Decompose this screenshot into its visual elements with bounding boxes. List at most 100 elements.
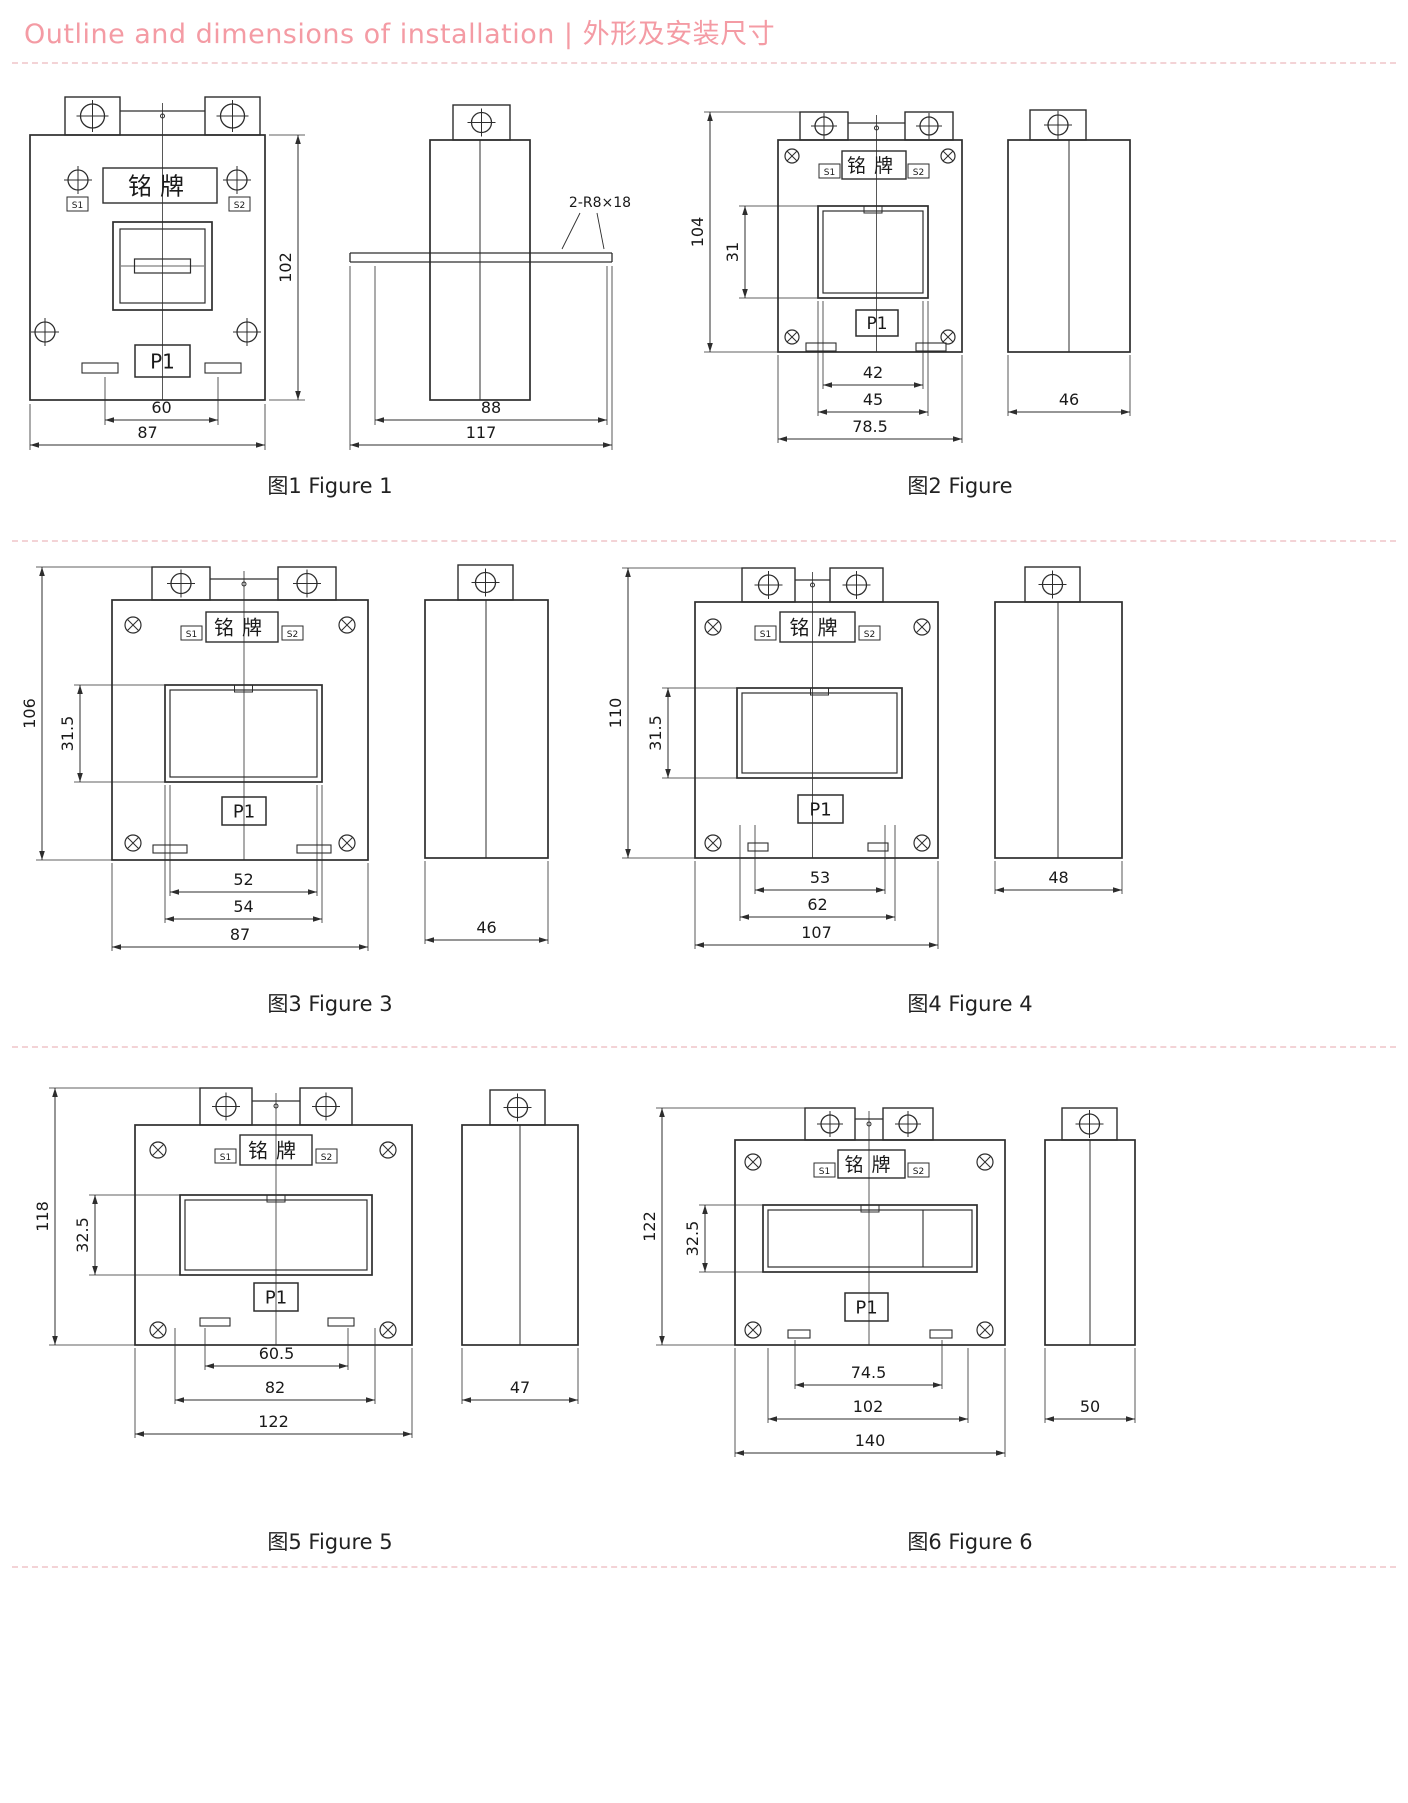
- screw-cross-icon: [744, 1321, 762, 1339]
- drawing-line: [913, 834, 931, 852]
- dim-window-height-label: 31.5: [58, 716, 77, 752]
- drawing-line: [810, 582, 815, 588]
- drawing-line: [596, 212, 605, 250]
- dim-mid-width-label: 102: [853, 1397, 884, 1416]
- drawing-line: [786, 150, 798, 162]
- terminal-s1-box: [818, 163, 841, 179]
- mount-slot: [327, 1317, 355, 1327]
- dim-hole-spacing-label: 60: [151, 398, 171, 417]
- drawing-line: [375, 417, 384, 423]
- drawing-line: [205, 1363, 214, 1369]
- screw-cross-icon: [913, 618, 931, 636]
- screw-plus-icon: [64, 166, 92, 194]
- p1-box: [221, 796, 267, 826]
- dim-height-label: 110: [606, 698, 625, 729]
- p1-label: P1: [809, 800, 831, 821]
- drawing-line: [1126, 1416, 1135, 1422]
- drawing-line: [295, 391, 301, 400]
- dim-overall-width-label: 107: [801, 923, 832, 942]
- screw-plus-icon: [216, 100, 249, 132]
- drawing-line: [707, 343, 713, 352]
- nameplate-label: 铭牌: [844, 1154, 898, 1176]
- drawing-line: [742, 289, 748, 298]
- drawing-line: [735, 1450, 744, 1456]
- drawing-line: [170, 889, 179, 895]
- drawing-line: [702, 1263, 708, 1272]
- drawing-line: [30, 442, 39, 448]
- drawing-line: [916, 621, 928, 633]
- drawing-line: [149, 1141, 167, 1159]
- mount-slot: [915, 342, 947, 352]
- nameplate-box: [205, 611, 279, 643]
- transformer-body-front: [694, 601, 939, 859]
- dim-window-width-label: 52: [233, 870, 253, 889]
- mount-slot: [787, 1329, 811, 1339]
- drawing-line: [942, 150, 954, 162]
- screw-plus-icon: [212, 1092, 240, 1121]
- drawing-line: [625, 849, 631, 858]
- dim-mid-width-label: 82: [265, 1378, 285, 1397]
- drawing-line: [768, 1416, 777, 1422]
- dim-window-height-label: 32.5: [683, 1221, 702, 1257]
- screw-cross-icon: [744, 1153, 762, 1171]
- drawing-line: [52, 1336, 58, 1345]
- window-opening: [817, 205, 929, 299]
- drawing-line: [979, 1156, 991, 1168]
- drawing-line: [425, 937, 434, 943]
- dim-terminal-span-label: 88: [481, 398, 501, 417]
- drawing-line: [695, 942, 704, 948]
- nameplate-box: [841, 150, 907, 180]
- terminal-s1-label: S1: [760, 630, 771, 640]
- drawing-line: [92, 1266, 98, 1275]
- dim-height-label: 122: [640, 1211, 659, 1242]
- drawing-line: [598, 417, 607, 423]
- drawing-line: [707, 621, 719, 633]
- drawing-line: [1008, 409, 1017, 415]
- dim-side-width-label: 50: [1080, 1397, 1100, 1416]
- drawing-line: [995, 887, 1004, 893]
- dim-overall-width-label: 87: [137, 423, 157, 442]
- p1-box: [844, 1292, 889, 1322]
- drawing-line: [338, 616, 356, 634]
- drawing-line: [707, 837, 719, 849]
- drawing-line: [747, 1156, 759, 1168]
- drawing-line: [77, 685, 83, 694]
- nameplate-label: 铭牌: [790, 616, 846, 640]
- drawing-line: [940, 148, 956, 164]
- drawing-line: [124, 616, 142, 634]
- separator-line: [12, 1566, 1396, 1568]
- drawing-line: [569, 1397, 578, 1403]
- terminal-s2-label: S2: [321, 1153, 332, 1163]
- drawing-line: [112, 944, 121, 950]
- drawing-line: [886, 914, 895, 920]
- drawing-line: [755, 887, 764, 893]
- drawing-line: [929, 942, 938, 948]
- drawing-line: [105, 417, 114, 423]
- drawing-line: [767, 1209, 973, 1268]
- screw-cross-icon: [784, 329, 800, 345]
- drawing-line: [704, 834, 722, 852]
- drawing-line: [92, 1195, 98, 1204]
- drawing-line: [742, 206, 748, 215]
- screw-plus-icon: [503, 1093, 532, 1122]
- drawing-line: [979, 1324, 991, 1336]
- screw-cross-icon: [149, 1321, 167, 1339]
- mount-slot: [81, 362, 119, 374]
- drawing-line: [665, 688, 671, 697]
- transformer-body-front: [734, 1139, 1006, 1346]
- drawing-line: [359, 944, 368, 950]
- drawing-line: [338, 834, 356, 852]
- drawing-line: [169, 689, 318, 778]
- figure-4-caption: 图4 Figure 4: [907, 992, 1033, 1016]
- screw-cross-icon: [784, 148, 800, 164]
- drawing-line: [462, 1397, 471, 1403]
- figure-6-caption: 图6 Figure 6: [907, 1530, 1033, 1554]
- window-opening: [762, 1204, 978, 1273]
- drawing-line: [175, 1397, 184, 1403]
- terminal-s1-label: S1: [819, 1167, 830, 1177]
